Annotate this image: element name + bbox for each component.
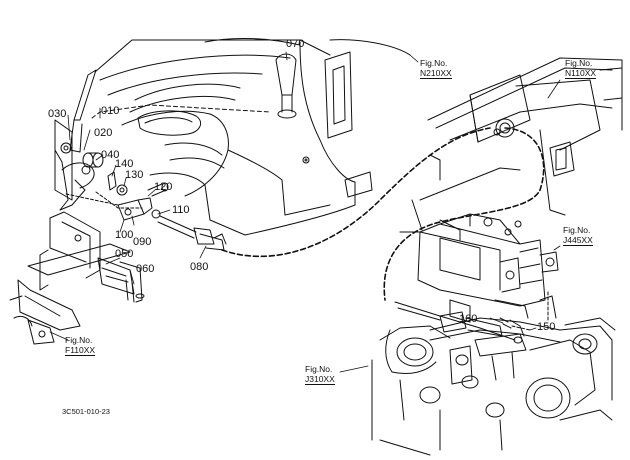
part-label-160[interactable]: 160: [459, 313, 478, 325]
cable-lower-end: [394, 301, 525, 344]
fig-ref-number: F110XX: [65, 344, 96, 356]
transmission-case: [371, 317, 616, 456]
part-label-040[interactable]: 040: [101, 149, 120, 161]
part-label-010[interactable]: 010: [101, 105, 120, 117]
fender-housing: [94, 37, 411, 236]
fig-ref-n110[interactable]: Fig.No. N110XX: [565, 58, 597, 79]
part-label-110[interactable]: 110: [172, 204, 190, 216]
part-label-050[interactable]: 050: [115, 248, 134, 260]
fig-ref-caption: Fig.No.: [565, 58, 593, 68]
fig-ref-n210[interactable]: Fig.No. N210XX: [420, 58, 452, 79]
floor-pedal-area: [9, 279, 81, 345]
fig-ref-number: N110XX: [565, 67, 597, 79]
fig-ref-j445[interactable]: Fig.No. J445XX: [563, 225, 593, 246]
drawing-code: 3C501-010-23: [62, 407, 110, 416]
part-label-070[interactable]: 070: [286, 38, 305, 50]
fig-ref-number: N210XX: [420, 67, 452, 79]
frame-panel: [411, 57, 623, 241]
part-label-060[interactable]: 060: [136, 263, 155, 275]
fig-ref-caption: Fig.No.: [305, 364, 333, 374]
fig-ref-caption: Fig.No.: [563, 225, 591, 235]
fig-ref-caption: Fig.No.: [65, 335, 93, 345]
part-label-140[interactable]: 140: [115, 158, 134, 170]
part-label-130[interactable]: 130: [125, 169, 144, 181]
part-label-100[interactable]: 100: [115, 229, 134, 241]
fig-ref-caption: Fig.No.: [420, 58, 448, 68]
pedal-bracket: [27, 211, 145, 303]
throttle-cable-route: [221, 127, 491, 258]
part-label-020[interactable]: 020: [94, 127, 113, 139]
part-label-120[interactable]: 120: [154, 181, 173, 193]
hand-lever-assembly: [54, 69, 227, 251]
fig-ref-number: J445XX: [563, 234, 593, 246]
leader-lines: [49, 51, 561, 373]
fig-ref-number: J310XX: [305, 373, 335, 385]
part-label-030[interactable]: 030: [48, 108, 67, 120]
part-label-080[interactable]: 080: [190, 261, 209, 273]
fig-ref-j310[interactable]: Fig.No. J310XX: [305, 364, 335, 385]
control-valve: [417, 213, 559, 323]
part-label-150[interactable]: 150: [537, 321, 556, 333]
part-label-090[interactable]: 090: [133, 236, 152, 248]
fig-ref-f110[interactable]: Fig.No. F110XX: [65, 335, 96, 356]
